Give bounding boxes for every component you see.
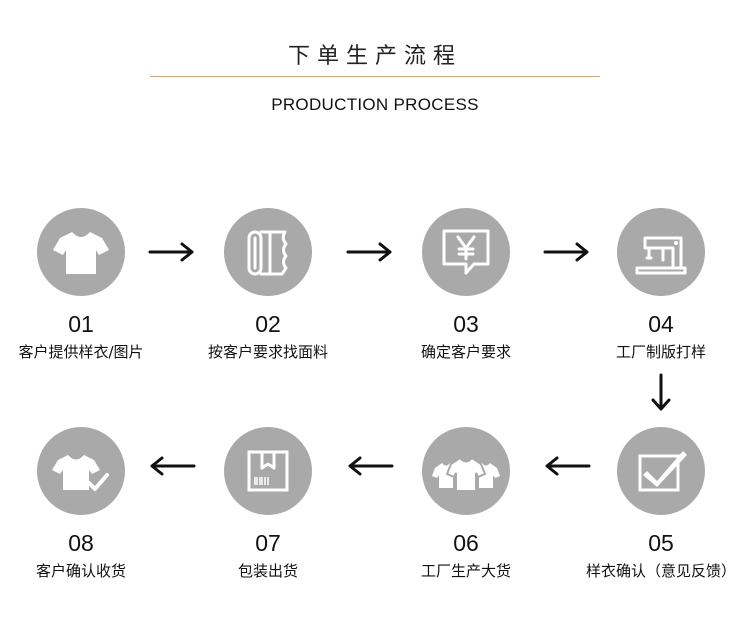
checkbox-icon [638,451,687,492]
step-label: 客户确认收货 [35,562,126,580]
sewing-machine-icon [635,236,687,275]
arrow-left-icon [545,456,591,476]
process-step-07: 07 包装出货 [183,427,353,581]
arrow-left-icon [150,456,196,476]
step-label: 按客户要求找面料 [207,343,328,361]
process-step-01: 01 客户提供样衣/图片 [0,208,166,362]
clothes-batch-icon [432,456,500,492]
step-label: 客户提供样衣/图片 [18,343,144,361]
step-label: 工厂制版打样 [615,343,706,361]
package-box-icon [247,450,289,492]
step-number: 04 [648,311,674,337]
arrow-right-icon [148,242,194,262]
step-label: 确定客户要求 [420,343,511,361]
process-step-05: 05 样衣确认（意见反馈） [576,427,746,581]
process-step-02: 02 按客户要求找面料 [183,208,353,362]
step-number: 06 [453,530,479,556]
arrow-left-icon [348,456,394,476]
arrow-right-icon [346,242,392,262]
step-number: 08 [68,530,94,556]
process-step-03: 03 确定客户要求 [381,208,551,362]
process-step-08: 08 客户确认收货 [0,427,166,581]
title-divider [150,76,600,77]
page-title-cn: 下单生产流程 [287,44,462,69]
arrow-right-icon [543,242,589,262]
step-number: 05 [648,530,674,556]
process-step-04: 04 工厂制版打样 [576,208,746,362]
step-label: 样衣确认（意见反馈） [585,562,736,580]
step-number: 03 [453,311,479,337]
fabric-roll-icon [247,230,288,276]
page-title-en: PRODUCTION PROCESS [271,95,479,114]
step-icon-circle [37,208,125,296]
arrow-down-icon [651,373,671,411]
process-step-06: 06 工厂生产大货 [381,427,551,581]
step-icon-circle [422,427,510,515]
yen-price-icon [442,229,490,275]
tshirt-check-icon [52,455,109,491]
step-icon-circle [37,427,125,515]
step-icon-circle [224,208,312,296]
step-number: 07 [255,530,281,556]
step-icon-circle [617,427,705,515]
step-number: 01 [68,311,94,337]
step-icon-circle [224,427,312,515]
step-number: 02 [255,311,281,337]
step-label: 包装出货 [237,562,298,580]
step-icon-circle [617,208,705,296]
step-icon-circle [422,208,510,296]
step-label: 工厂生产大货 [420,562,511,580]
tshirt-icon [53,232,109,274]
